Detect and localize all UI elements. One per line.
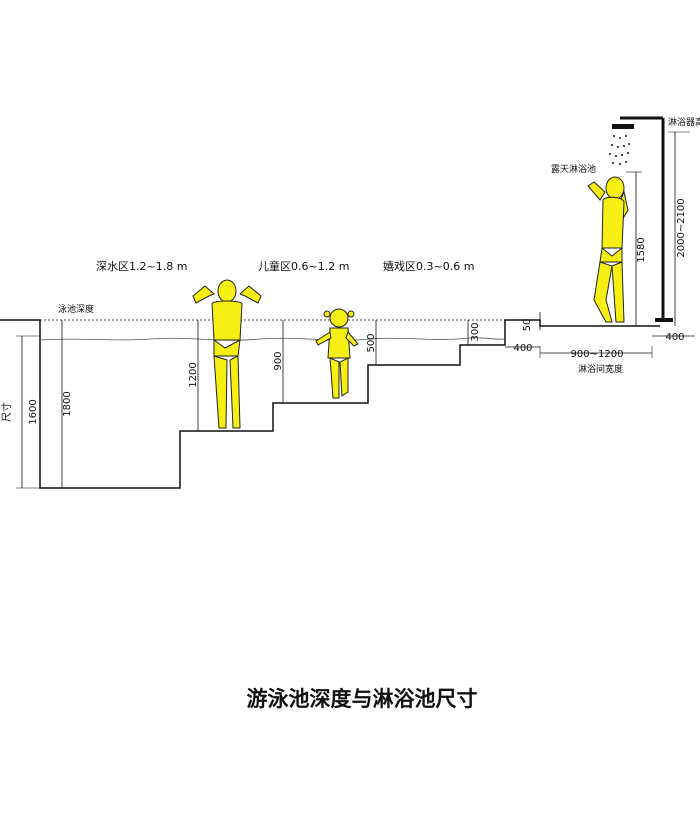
shower-head-label: 淋浴器高 — [668, 116, 700, 128]
zone-play-label: 嬉戏区0.3~0.6 m — [383, 259, 474, 273]
shower-width-label: 淋浴间宽度 — [578, 363, 623, 375]
dim-1200: 1200 — [188, 362, 199, 387]
page-title: 游泳池深度与淋浴池尺寸 — [247, 687, 478, 711]
outdoor-shower-label: 露天淋浴池 — [551, 163, 596, 175]
dim-400b: 400 — [665, 332, 684, 343]
swimmer-adult-figure — [192, 279, 262, 429]
pool-outline — [0, 319, 660, 489]
shower-person-figure — [587, 176, 629, 323]
water-surface-line — [39, 337, 506, 341]
zone-deep-label: 深水区1.2~1.8 m — [96, 260, 187, 273]
dim-900-1200: 900~1200 — [571, 349, 624, 360]
dim-1580: 1580 — [636, 237, 647, 262]
child-figure — [315, 308, 359, 399]
dim-50: 50 — [522, 319, 533, 332]
water-spray-icon — [609, 135, 630, 165]
zone-kids-label: 儿童区0.6~1.2 m — [258, 259, 349, 273]
dim-1800: 1800 — [62, 391, 73, 416]
dim-900: 900 — [273, 351, 284, 370]
left-cut-label: 尺寸 — [0, 402, 13, 422]
dim-2000-2100: 2000~2100 — [676, 198, 687, 257]
dim-400a: 400 — [513, 343, 532, 354]
dim-300: 300 — [470, 322, 481, 341]
dim-1600: 1600 — [28, 399, 39, 424]
shower-fixture — [609, 116, 673, 322]
dim-500: 500 — [366, 333, 377, 352]
pool-depth-label: 泳池深度 — [58, 303, 94, 315]
